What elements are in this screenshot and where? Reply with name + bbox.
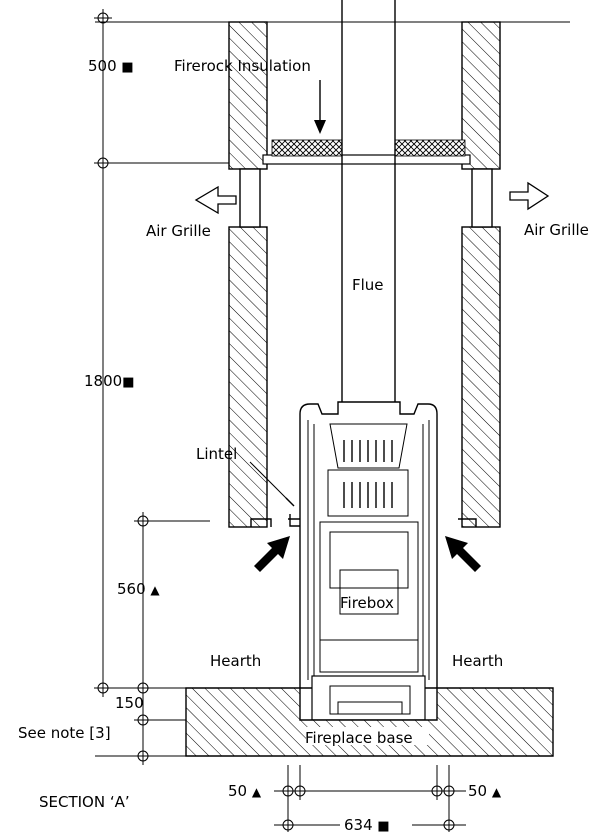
air-grille-right-label: Air Grille — [524, 221, 589, 239]
left-air-grille — [239, 168, 261, 228]
dim-560: 560 ▲ — [117, 580, 160, 598]
left-wall-lower — [228, 226, 268, 528]
air-grille-right-arrow — [509, 181, 550, 211]
dim-634: 634 ■ — [344, 816, 390, 832]
firerock-insulation-right — [394, 139, 466, 157]
flue-label: Flue — [352, 276, 384, 294]
fireplace-base-label: Fireplace base — [305, 729, 413, 747]
firerock-insulation-left — [271, 139, 343, 157]
see-note-label: See note [3] — [18, 724, 111, 742]
lintel-pointer — [249, 461, 291, 503]
right-wall-lower — [461, 226, 501, 528]
right-wall-upper — [461, 21, 501, 170]
lintel-left — [250, 518, 272, 527]
air-grille-left-arrow — [194, 185, 237, 215]
left-wall-upper — [228, 21, 268, 170]
right-air-grille — [471, 168, 493, 228]
lintel-label: Lintel — [196, 445, 237, 463]
air-inlet-right-arrow — [445, 536, 481, 572]
lintel-right — [458, 518, 477, 527]
hearth-right-label: Hearth — [452, 652, 503, 670]
dim-150: 150 — [115, 694, 144, 712]
stove — [299, 401, 438, 721]
air-grille-left-label: Air Grille — [146, 222, 211, 240]
dim-50-right: 50 ▲ — [468, 782, 502, 800]
firerock-insulation-label: Firerock Insulation — [174, 57, 311, 75]
insulation-slab — [262, 154, 471, 165]
hearth-left-label: Hearth — [210, 652, 261, 670]
base-label-bg — [306, 727, 429, 745]
dim-1800: 1800■ — [84, 372, 134, 390]
firebox-label: Firebox — [340, 594, 394, 612]
firerock-arrowhead — [314, 120, 326, 134]
dim-50-left: 50 ▲ — [228, 782, 262, 800]
dim-500: 500 ■ — [88, 57, 134, 75]
lintel-stove-left — [288, 514, 300, 527]
air-inlet-left-arrow — [254, 536, 290, 572]
fireplace-base — [185, 687, 554, 757]
section-label: SECTION ‘A’ — [39, 793, 130, 811]
crosshair-top — [94, 9, 112, 27]
